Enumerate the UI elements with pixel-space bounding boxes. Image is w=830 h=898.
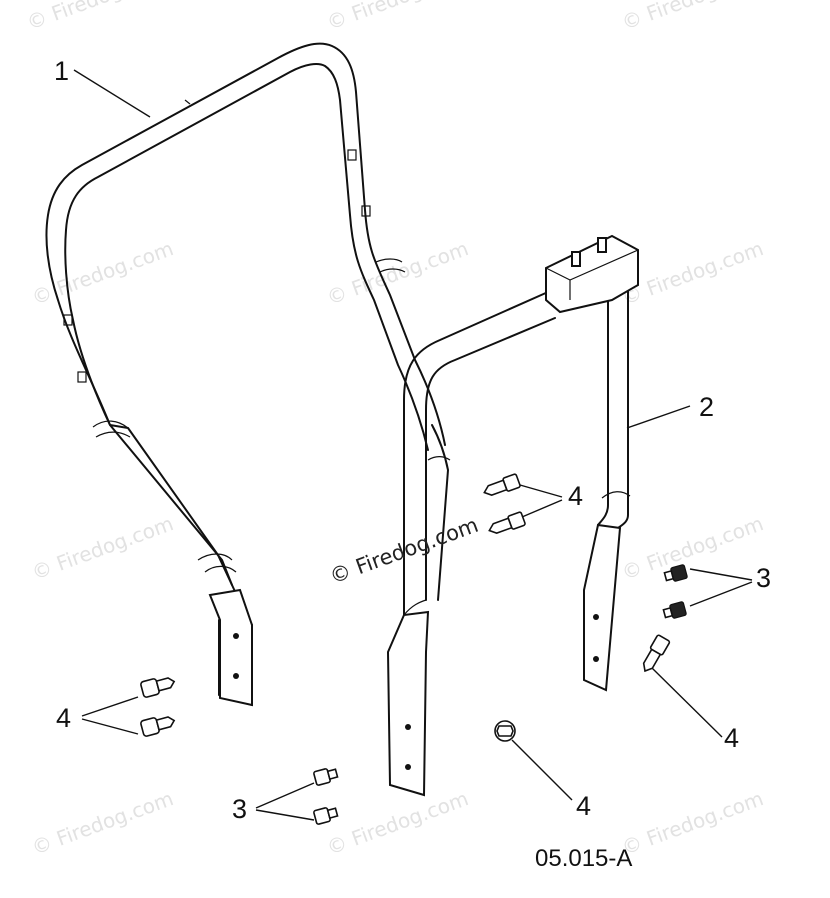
bolt-set-4c <box>642 634 723 738</box>
bolt-set-3b <box>662 564 753 619</box>
watermark: © Firedog.com <box>24 0 172 35</box>
callout-4: 4 <box>724 723 739 753</box>
callout-2: 2 <box>699 392 714 422</box>
watermark: © Firedog.com <box>619 236 767 309</box>
callout-3: 3 <box>232 794 247 824</box>
watermark: © Firedog.com <box>324 236 472 309</box>
bolt-icon <box>483 473 521 497</box>
watermark: © Firedog.com <box>324 0 472 35</box>
watermark: © Firedog.com <box>29 786 177 859</box>
bolt-set-3a <box>255 768 339 825</box>
watermark: © Firedog.com <box>29 511 177 584</box>
callout-1: 1 <box>54 56 69 86</box>
bolt-icon <box>642 634 671 673</box>
bolt-icon <box>488 511 526 535</box>
callout-3: 3 <box>756 563 771 593</box>
bolt-set-4a <box>483 473 563 535</box>
watermark: © Firedog.com <box>619 786 767 859</box>
bolt-icon <box>140 716 176 737</box>
roll-bar-upper <box>45 42 446 707</box>
leader-2 <box>626 405 691 429</box>
callout-4: 4 <box>576 791 591 821</box>
nut-icon <box>663 564 688 582</box>
drawing-code: 05.015-A <box>535 845 632 872</box>
callout-4: 4 <box>568 481 583 511</box>
watermark: © Firedog.com <box>324 786 472 859</box>
bolt-set-4d <box>494 720 573 801</box>
nut-icon <box>662 601 687 619</box>
bolt-icon <box>140 677 176 698</box>
nut-icon <box>313 807 339 825</box>
flange-bolt-icon <box>494 720 516 742</box>
nut-icon <box>313 768 339 786</box>
bolt-set-4b <box>81 677 176 737</box>
leader-1 <box>73 69 151 118</box>
watermark: © Firedog.com <box>619 0 767 35</box>
watermark: © Firedog.com <box>619 511 767 584</box>
callout-4: 4 <box>56 703 71 733</box>
roll-bar-lower <box>386 234 639 797</box>
